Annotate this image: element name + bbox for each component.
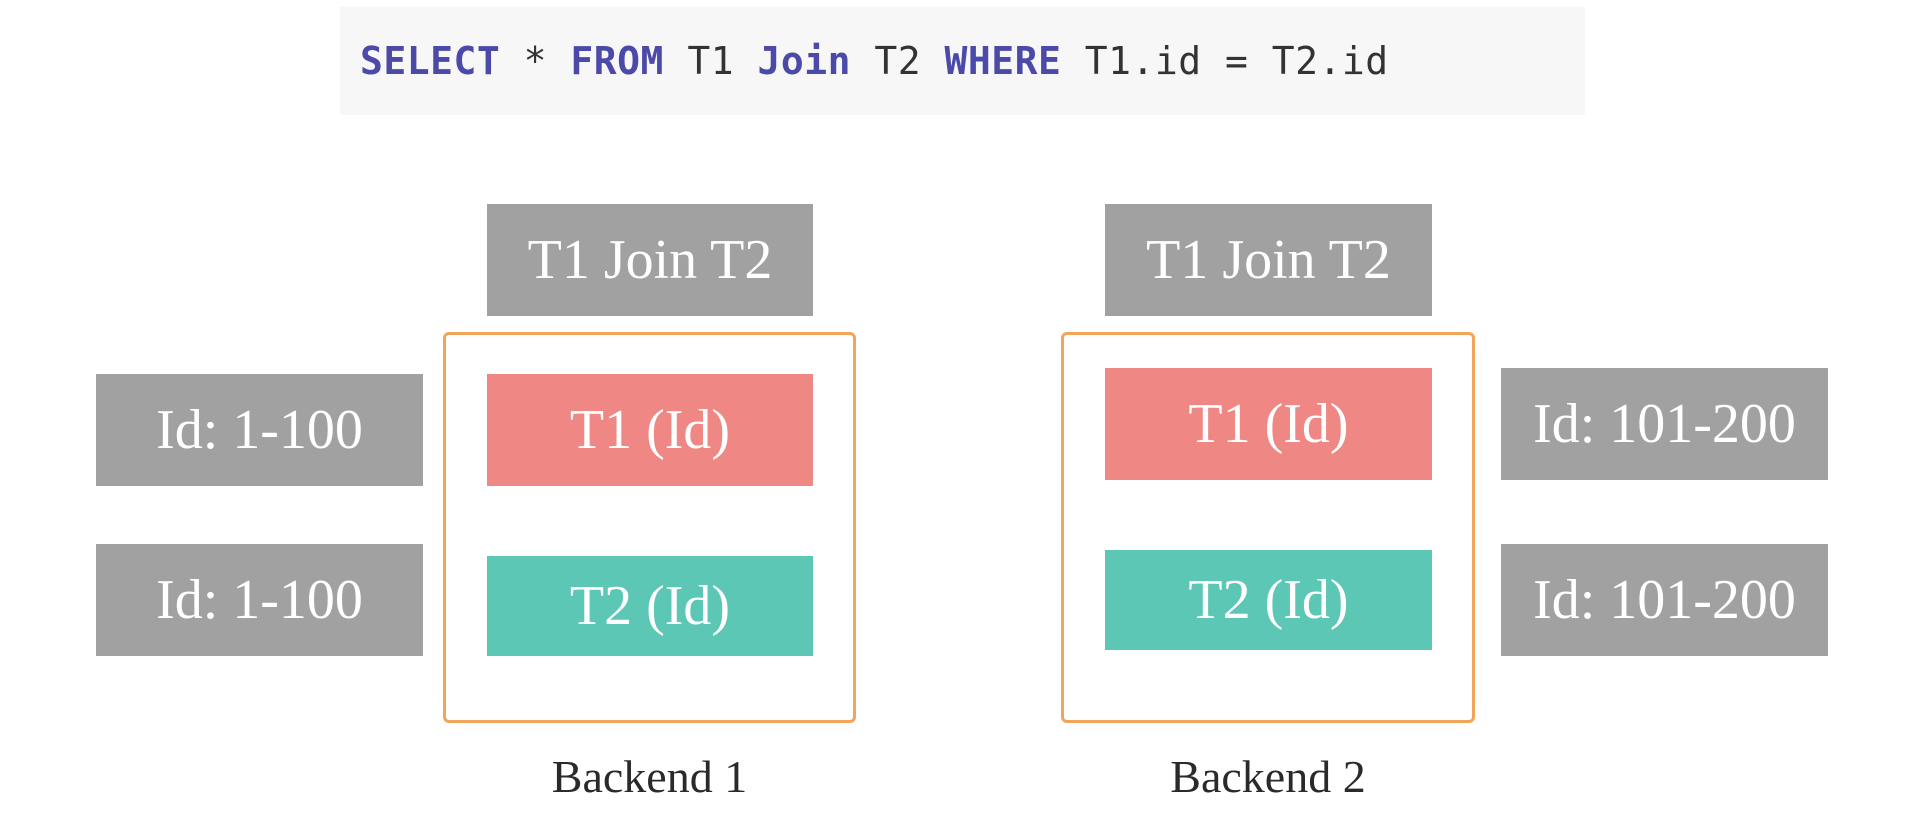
backend1-join-node: T1 Join T2 (487, 204, 813, 316)
sql-star: * (500, 39, 571, 83)
backend1-t1-node: T1 (Id) (487, 374, 813, 486)
backend2-t2-node: T2 (Id) (1105, 550, 1432, 650)
backend1-frame (443, 332, 856, 723)
sql-table-t1: T1 (663, 39, 758, 83)
backend2-join-node: T1 Join T2 (1105, 204, 1432, 316)
backend2-t1-range: Id: 101-200 (1501, 368, 1828, 480)
sql-keyword-from: FROM (570, 39, 664, 83)
backend2-caption: Backend 2 (1170, 751, 1366, 802)
backend1-t1-range: Id: 1-100 (96, 374, 423, 486)
sql-query: SELECT * FROM T1 Join T2 WHERE T1.id = T… (360, 39, 1389, 83)
sql-keyword-join: Join (757, 39, 851, 83)
sql-table-t2: T2 (850, 39, 945, 83)
sql-query-banner: SELECT * FROM T1 Join T2 WHERE T1.id = T… (340, 7, 1585, 115)
backend2-t2-range: Id: 101-200 (1501, 544, 1828, 656)
backend1-t2-node: T2 (Id) (487, 556, 813, 656)
backend2-frame (1061, 332, 1475, 723)
sql-condition: T1.id = T2.id (1061, 39, 1389, 83)
backend1-caption: Backend 1 (551, 751, 748, 802)
sql-keyword-select: SELECT (360, 39, 501, 83)
backend1-t2-range: Id: 1-100 (96, 544, 423, 656)
sql-keyword-where: WHERE (944, 39, 1062, 83)
backend2-t1-node: T1 (Id) (1105, 368, 1432, 480)
